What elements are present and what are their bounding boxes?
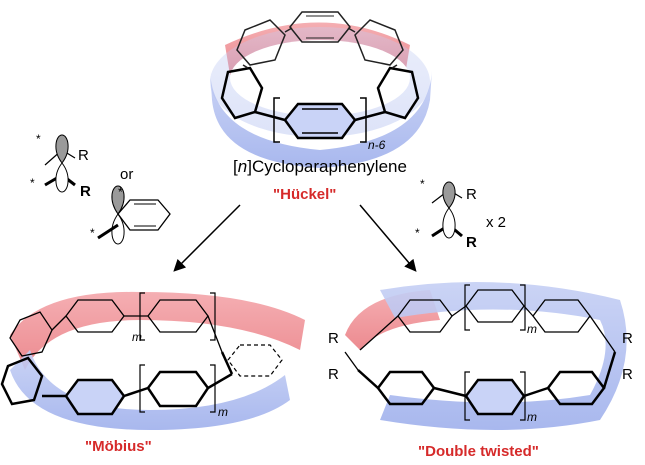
- reagent-benzene-icon: [117, 199, 171, 231]
- right-reagent-orbitals: [431, 181, 463, 239]
- substituent-R1: R: [328, 330, 339, 347]
- cpp-bracket-open: [: [233, 157, 238, 176]
- huckel-front-benzene: [283, 102, 357, 140]
- right-reagent-R: R: [466, 186, 477, 203]
- huckel-bracket-right: [360, 97, 367, 143]
- star-5: *: [420, 177, 425, 191]
- huckel-left-upper-benzene: [236, 19, 286, 66]
- p-orbital-lower-icon: [55, 162, 69, 193]
- huckel-right-upper-benzene: [354, 19, 404, 66]
- p-orbital-upper-icon-2: [111, 185, 125, 215]
- arrow-to-double-twisted: [359, 204, 417, 272]
- p-orbital-lower-icon-2: [111, 213, 125, 245]
- or-label: or: [120, 166, 134, 183]
- huckel-bracket-left: [273, 97, 280, 143]
- left-reagent-R-bold: R: [80, 183, 91, 200]
- mobius-dashed-benzene: [227, 344, 283, 377]
- mobius-label: "Möbius": [85, 438, 152, 455]
- mobius-m-top: m: [132, 330, 142, 344]
- right-reagent-R-bold: R: [466, 234, 477, 251]
- double-m-top: m: [527, 322, 537, 336]
- double-m-bottom: m: [527, 410, 537, 424]
- arrow-to-mobius: [173, 204, 241, 272]
- times-two: x 2: [486, 214, 507, 231]
- p-orbital-lower-icon-3: [442, 207, 456, 239]
- mobius-ring: [0, 291, 305, 430]
- huckel-top-benzene: [289, 11, 351, 43]
- star-6: *: [415, 226, 420, 240]
- substituent-R2: R: [328, 366, 339, 383]
- substituent-R3: R: [622, 330, 633, 347]
- double-blue-band: [380, 282, 627, 430]
- star-1: *: [36, 132, 41, 146]
- cpp-bracket-close: ]: [247, 157, 252, 176]
- substituent-R4: R: [622, 366, 633, 383]
- star-3: *: [118, 185, 123, 199]
- huckel-label: "Hückel": [273, 186, 337, 203]
- double-twisted-label: "Double twisted": [418, 443, 539, 460]
- star-2: *: [30, 176, 35, 190]
- p-orbital-upper-icon: [55, 134, 69, 164]
- left-reagent-R: R: [78, 147, 89, 164]
- huckel-blue-band: [210, 70, 432, 168]
- huckel-ring: [210, 11, 432, 168]
- cpp-name: Cycloparaphenylene: [251, 157, 407, 176]
- mobius-red-band: [10, 291, 305, 370]
- cpp-subscript: n-6: [368, 138, 386, 152]
- star-4: *: [90, 226, 95, 240]
- cpp-title: [n]Cycloparaphenylene: [233, 157, 407, 177]
- double-twisted-ring: [344, 282, 627, 430]
- cpp-n: n: [237, 157, 248, 176]
- p-orbital-upper-icon-3: [442, 181, 456, 209]
- mobius-m-bottom: m: [218, 405, 228, 419]
- left-reagent-orbitals: [44, 134, 171, 245]
